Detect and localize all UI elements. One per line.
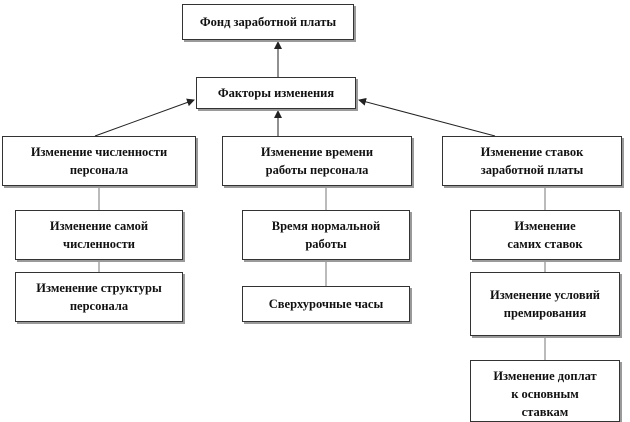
factors-box: Факторы изменения [196,77,356,109]
arrow-rates-to-factors [358,97,496,137]
work-time-change-label-line2: работы персонала [265,163,369,177]
allowances-change-box: Изменение доплат к основным ставкам [470,360,620,422]
fund-box: Фонд заработной платы [182,4,354,40]
headcount-change-box: Изменение самой численности [15,210,183,260]
overtime-hours-label: Сверхурочные часы [268,297,384,311]
factors-label: Факторы изменения [217,86,335,100]
staff-structure-change-label-line2: персонала [69,299,129,313]
work-time-change-label-line1: Изменение времени [260,145,374,159]
staff-structure-change-box: Изменение структуры персонала [15,272,183,322]
rates-change-label-line2: самих ставок [507,237,583,251]
allowances-change-label-line2: к основным [511,387,579,401]
normal-work-time-box: Время нормальной работы [242,210,410,260]
allowances-change-label-line3: ставкам [521,405,569,419]
staff-change-label-line1: Изменение численности [30,145,168,159]
bonus-conditions-change-box: Изменение условий премирования [470,272,620,336]
allowances-change-label-line1: Изменение доплат [493,369,597,383]
normal-work-time-label-line1: Время нормальной [271,219,381,233]
headcount-change-label-line2: численности [63,237,135,251]
bonus-conditions-change-label-line2: премирования [503,306,587,320]
staff-change-label-line2: персонала [69,163,129,177]
normal-work-time-label-line2: работы [305,237,347,251]
arrow-staff-to-factors [94,98,195,137]
headcount-change-label-line1: Изменение самой [49,219,149,233]
wage-rates-change-box: Изменение ставок заработной платы [442,136,622,186]
bonus-conditions-change-label-line1: Изменение условий [490,288,600,302]
fund-label: Фонд заработной платы [199,15,337,29]
rates-change-box: Изменение самих ставок [470,210,620,260]
wage-rates-change-label-line1: Изменение ставок [480,145,584,159]
work-time-change-box: Изменение времени работы персонала [222,136,412,186]
rates-change-label-line1: Изменение [514,219,576,233]
staff-structure-change-label-line1: Изменение структуры [36,281,162,295]
overtime-hours-box: Сверхурочные часы [242,286,410,322]
staff-change-box: Изменение численности персонала [2,136,196,186]
wage-rates-change-label-line2: заработной платы [480,163,584,177]
